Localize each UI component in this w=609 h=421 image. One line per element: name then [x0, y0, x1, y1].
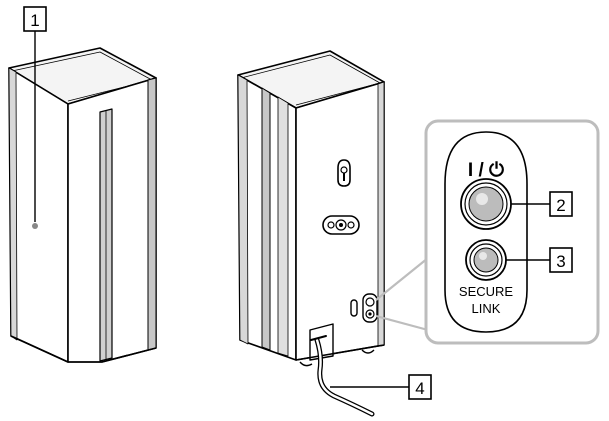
power-cable: [310, 335, 375, 417]
secure-link-button: [465, 239, 507, 281]
small-slot: [350, 299, 358, 317]
callout-2-label: 2: [556, 196, 565, 215]
keyhole-mount: [337, 159, 351, 187]
callout-2: 2: [511, 191, 573, 217]
rear-speaker: [237, 50, 385, 367]
secure-link-label-line1: SECURE: [459, 284, 514, 299]
front-speaker-left-shade: [8, 67, 18, 341]
front-speaker-top-rim: [11, 51, 153, 102]
callout-3-label: 3: [556, 252, 565, 271]
tripod-mount: [322, 215, 360, 235]
callout-1-label: 1: [30, 11, 39, 30]
callout-4: 4: [330, 374, 432, 400]
indicator-dot: [32, 223, 38, 229]
secure-link-label-line2: LINK: [472, 301, 501, 316]
callout-4-label: 4: [415, 379, 424, 398]
button-capsule: [444, 131, 528, 333]
callout-3: 3: [506, 247, 573, 273]
rear-button-cluster: [362, 293, 378, 323]
front-speaker-right-shade: [147, 77, 157, 351]
zoom-lines: [375, 257, 429, 332]
cable-recess: [309, 323, 334, 361]
power-label: I / ⏻: [468, 160, 504, 181]
power-button: [460, 178, 512, 230]
detail-panel: I / ⏻ SECURE LINK: [424, 119, 600, 345]
front-speaker-left-face: [8, 67, 69, 363]
callout-1: 1: [23, 6, 47, 222]
front-speaker: [8, 47, 157, 363]
